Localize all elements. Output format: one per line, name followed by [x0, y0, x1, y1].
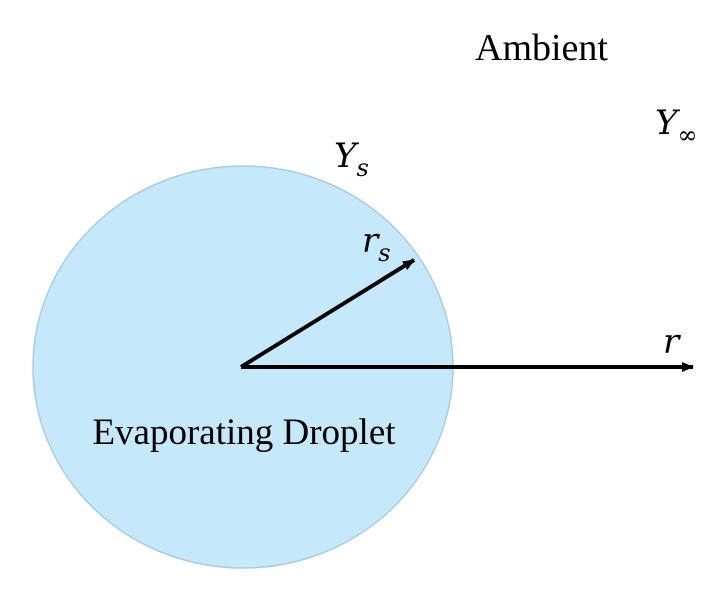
y-surface-main: Y: [334, 136, 360, 176]
surface-radius-arrow: [239, 258, 416, 369]
droplet-label: Evaporating Droplet: [92, 412, 396, 453]
ambient-label: Ambient: [475, 27, 608, 69]
y-surface-label: Ys: [334, 136, 369, 182]
r-surface-main: r: [362, 221, 380, 261]
y-infinity-label: Y∞: [655, 103, 697, 149]
y-surface-subscript: s: [356, 154, 368, 182]
r-surface-subscript: s: [378, 239, 390, 267]
y-infinity-subscript: ∞: [677, 121, 697, 149]
r-surface-label: rs: [362, 221, 391, 267]
r-axis-label: r: [663, 322, 681, 362]
y-infinity-main: Y: [655, 103, 681, 143]
